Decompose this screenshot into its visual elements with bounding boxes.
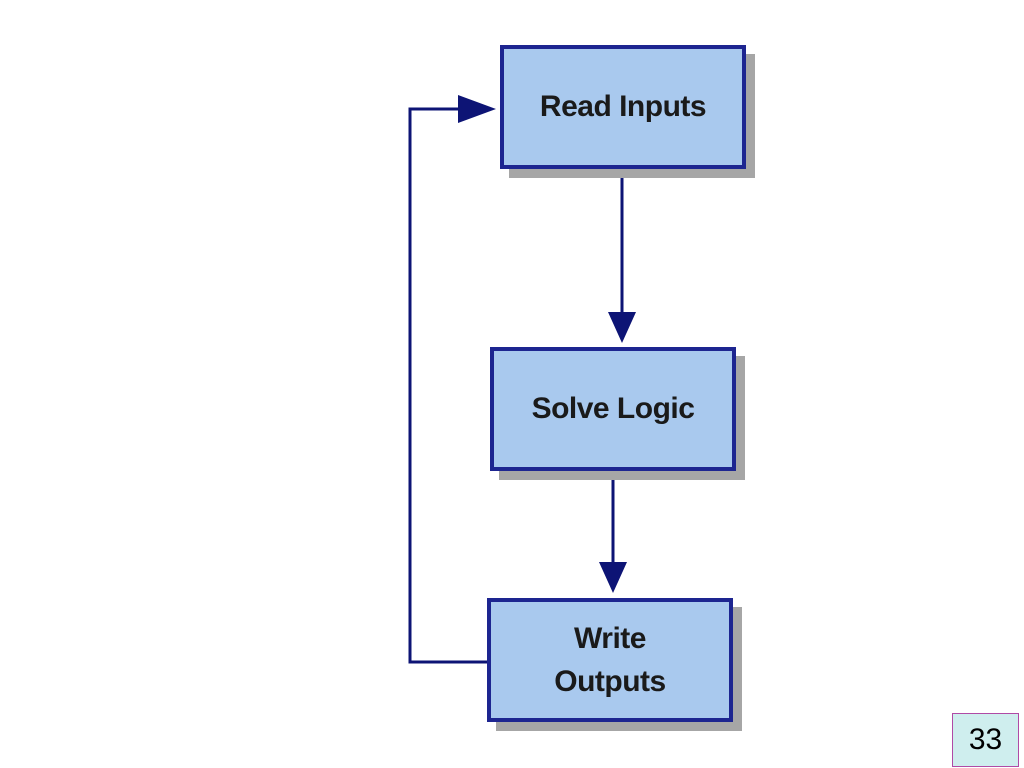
node-label-line-2: Outputs xyxy=(554,665,666,698)
node-label: Solve Logic xyxy=(531,392,695,426)
arrowhead-write-to-read xyxy=(458,95,496,123)
page-number-badge: 33 xyxy=(952,713,1019,767)
node-label: Read Inputs xyxy=(539,90,707,124)
edge-write-to-read xyxy=(408,107,487,664)
node-solve-logic: Solve Logic xyxy=(490,347,736,471)
arrowhead-read-to-solve xyxy=(608,312,636,343)
arrowhead-solve-to-write xyxy=(599,562,627,593)
node-write-outputs: Write Outputs xyxy=(487,598,733,722)
node-read-inputs: Read Inputs xyxy=(500,45,746,169)
node-label-line-1: Write xyxy=(574,621,646,655)
